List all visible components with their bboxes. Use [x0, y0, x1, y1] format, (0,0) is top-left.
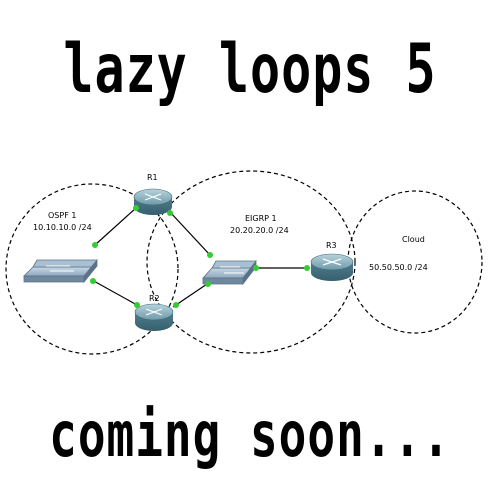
link-dot	[253, 265, 259, 271]
coming-soon-text: coming soon...	[49, 398, 451, 471]
link-dot	[90, 278, 96, 284]
link-dot	[133, 205, 139, 211]
eigrp-area-subnet: 20.20.20.0 /24	[230, 226, 289, 235]
r2-label: R2	[149, 294, 160, 303]
router-r3[interactable]	[310, 253, 354, 281]
link-dot	[134, 302, 140, 308]
cloud-area-boundary	[347, 190, 483, 334]
r1-label: R1	[147, 173, 158, 182]
router-r2[interactable]	[134, 303, 174, 331]
ospf-area-boundary	[5, 183, 179, 355]
r3-label: R3	[326, 241, 337, 250]
eigrp-area-name: EIGRP 1	[245, 214, 277, 223]
switch-1[interactable]	[23, 258, 98, 284]
cloud-area-name: Cloud	[402, 235, 425, 244]
link-sw2-r2	[172, 281, 211, 308]
link-r1-sw1	[94, 207, 137, 246]
cloud-area-subnet: 50.50.50.0 /24	[369, 263, 428, 272]
link-sw1-r2	[91, 279, 138, 306]
ospf-area-subnet: 10.10.10.0 /24	[33, 223, 92, 232]
eigrp-area-boundary	[146, 170, 356, 354]
link-dot	[92, 242, 98, 248]
link-dot	[207, 252, 213, 258]
link-dot	[167, 210, 173, 216]
switch-2[interactable]	[202, 259, 257, 286]
page-title: lazy loops 5	[63, 30, 437, 109]
link-dot	[173, 302, 179, 308]
link-r1-sw2	[169, 211, 211, 256]
link-dot	[205, 281, 211, 287]
router-r1[interactable]	[133, 188, 173, 215]
ospf-area-name: OSPF 1	[48, 211, 76, 220]
link-dot	[304, 265, 310, 271]
